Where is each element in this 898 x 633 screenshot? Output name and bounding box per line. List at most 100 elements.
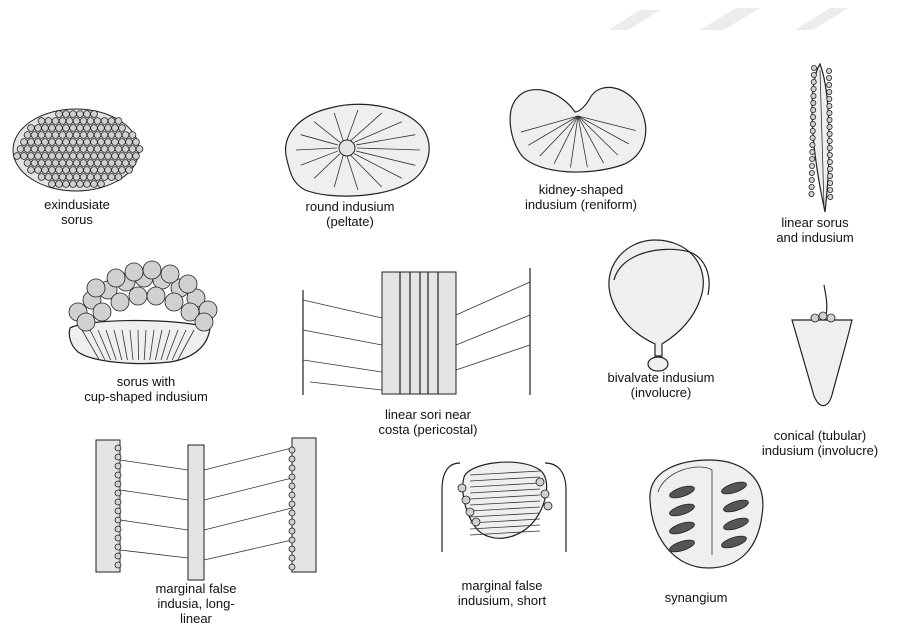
sporangium-dot [70,167,77,174]
sporangium-dot [87,160,94,167]
sporangium-dot [289,474,295,480]
sporangium-dot [809,184,814,189]
sporangium-dot [45,132,52,139]
sporangium-dot [80,160,87,167]
sporangium-dot [827,110,832,115]
sporangium-dot [98,125,105,132]
sporangium-dot [91,181,98,188]
sporangium-dot [66,132,73,139]
sporangium-dot [98,139,105,146]
marginal-long-drawing [96,438,316,580]
sporangium-dot [129,160,136,167]
sporangium-dot [289,528,295,534]
sporangium-dot [49,181,56,188]
exindusiate-sorus-drawing [13,109,143,191]
sporangium-dot [147,287,165,305]
sporangium-dot [28,167,35,174]
sporangium-dot [810,149,815,154]
sporangium-dot [811,79,816,84]
sporangium-dot [811,72,816,77]
sporangium-dot [108,118,115,125]
sporangium-dot [59,160,66,167]
sporangium-dot [87,146,94,153]
sporangium-dot [827,117,832,122]
sporangium-dot [63,139,70,146]
sporangium-dot [472,518,480,526]
sporangium-dot [84,125,91,132]
sporangium-dot [115,544,121,550]
sporangium-dot [87,174,94,181]
sporangium-dot [84,111,91,118]
sporangium-dot [80,132,87,139]
sporangium-dot [289,555,295,561]
sporangium-dot [80,146,87,153]
sporangium-dot [129,287,147,305]
sporangium-dot [84,167,91,174]
sporangium-dot [115,445,121,451]
sporangium-dot [115,132,122,139]
sporangium-dot [94,132,101,139]
sporangium-dot [59,146,66,153]
vein-line [456,282,530,315]
sporangium-dot [115,472,121,478]
sporangium-dot [111,293,129,311]
sporangium-dot [77,125,84,132]
label-exindusiate-sorus: exindusiate sorus [15,197,139,227]
sporangium-dot [24,160,31,167]
sporangium-dot [108,132,115,139]
sporangium-dot [129,146,136,153]
sporangium-dot [73,174,80,181]
sporangium-dot [42,153,49,160]
sporangium-dot [56,125,63,132]
vein-line [120,550,188,558]
sporangium-dot [541,490,549,498]
sporangium-dot [115,463,121,469]
sporangium-dot [133,139,140,146]
sporangium-dot [28,139,35,146]
sporangium-dot [49,139,56,146]
sporangium-dot [38,160,45,167]
sporangium-dot [122,146,129,153]
sporangium-dot [105,167,112,174]
sporangium-dot [94,160,101,167]
sporangium-dot [161,265,179,283]
sporangium-dot [115,490,121,496]
sporangium-dot [536,478,544,486]
sporangium-dot [811,107,816,112]
sporangium-dot [94,118,101,125]
sporangium-dot [811,65,816,70]
sporangium-dot [289,546,295,552]
sporangium-dot [811,100,816,105]
sporangium-dot [77,139,84,146]
vein-line [204,540,292,560]
sporangium-dot [105,125,112,132]
sporangium-dot [827,131,832,136]
sporangium-dot [115,454,121,460]
sporangium-dot [462,496,470,504]
sporangium-dot [828,194,833,199]
sporangium-dot [63,153,70,160]
vein-line [120,460,188,470]
sporangium-dot [809,163,814,168]
sporangium-dot [59,132,66,139]
sporangium-dot [289,483,295,489]
label-marginal-long: marginal false indusia, long- linear [132,581,260,626]
sporangium-dot [73,160,80,167]
vein-line [204,508,292,530]
vein-line [303,300,382,318]
sporangium-dot [115,562,121,568]
conical-drawing [792,285,852,406]
sporangium-dot [179,275,197,293]
sporangium-dot [165,293,183,311]
sporangium-dot [115,146,122,153]
sporangium-dot [73,146,80,153]
sporangium-dot [133,153,140,160]
sporangium-dot [56,111,63,118]
sporangium-dot [94,146,101,153]
sporangium-dot [91,125,98,132]
sporangium-dot [826,68,831,73]
sporangium-dot [112,167,119,174]
sporangium-dot [31,160,38,167]
sporangium-dot [119,167,126,174]
sporangium-dot [108,160,115,167]
